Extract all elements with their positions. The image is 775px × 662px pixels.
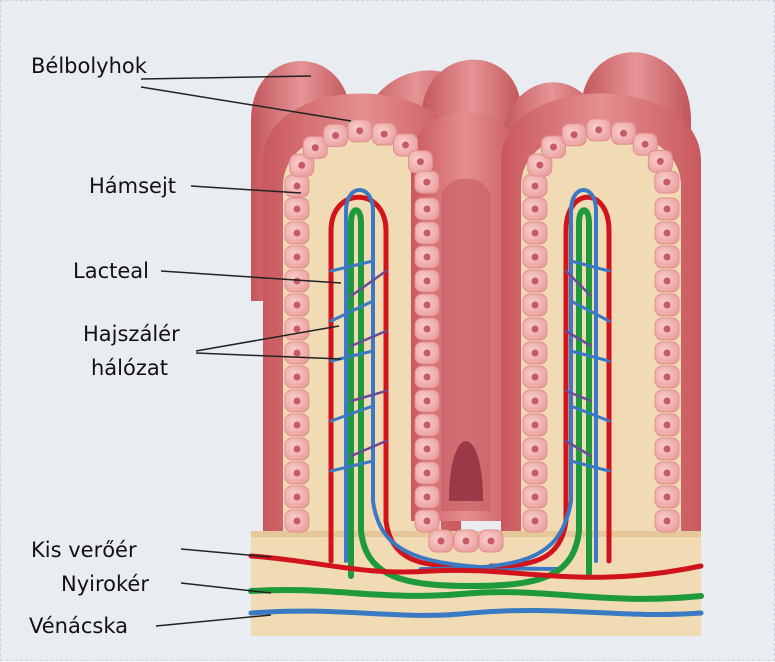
cell-nucleus [312,144,319,151]
cell-nucleus [642,141,649,148]
cell-nucleus [424,230,431,237]
cell-nucleus [381,131,388,138]
cell-nucleus [424,254,431,261]
cell-nucleus [294,326,301,333]
cell-nucleus [664,470,671,477]
cell-nucleus [424,518,431,525]
cell-nucleus [424,446,431,453]
cell-nucleus [424,302,431,309]
cell-nucleus [294,206,301,213]
cell-nucleus [294,350,301,357]
cell-nucleus [424,278,431,285]
cell-nucleus [664,254,671,261]
cell-nucleus [424,422,431,429]
cell-nucleus [664,230,671,237]
cell-nucleus [532,398,539,405]
cell-nucleus [571,131,578,138]
cell-nucleus [488,538,495,545]
cell-nucleus [536,161,543,168]
label-villi: Bélbolyhok [31,54,148,78]
cell-nucleus [532,183,539,190]
cell-nucleus [532,254,539,261]
cell-nucleus [532,206,539,213]
cell-nucleus [424,206,431,213]
cell-nucleus [424,374,431,381]
cell-nucleus [664,422,671,429]
cell-nucleus [294,374,301,381]
cell-nucleus [402,141,409,148]
cell-nucleus [532,470,539,477]
labels: Bélbolyhok Hámsejt Lacteal Hajszálér hál… [29,54,180,638]
cell-nucleus [294,446,301,453]
cell-nucleus [423,179,430,186]
cell-nucleus [532,374,539,381]
cell-nucleus [294,518,301,525]
cell-nucleus [294,230,301,237]
cell-nucleus [550,144,557,151]
cell-nucleus [294,398,301,405]
cell-nucleus [424,470,431,477]
cell-nucleus [424,398,431,405]
cell-nucleus [664,350,671,357]
cell-nucleus [417,158,424,165]
cell-nucleus [532,350,539,357]
cell-nucleus [595,126,602,133]
cell-nucleus [294,494,301,501]
cell-nucleus [294,470,301,477]
cell-nucleus [294,302,301,309]
cell-nucleus [532,422,539,429]
label-capillary-line1: Hajszálér [83,322,180,346]
cell-nucleus [532,326,539,333]
cell-nucleus [294,422,301,429]
cell-nucleus [424,326,431,333]
cell-nucleus [424,494,431,501]
cell-nucleus [294,254,301,261]
cell-nucleus [532,494,539,501]
cell-nucleus [356,127,363,134]
cell-nucleus [294,183,301,190]
cell-nucleus [438,538,445,545]
cell-nucleus [664,278,671,285]
cell-nucleus [664,398,671,405]
label-venule: Vénácska [29,614,128,638]
cell-nucleus [532,230,539,237]
cell-nucleus [664,206,671,213]
cell-nucleus [664,326,671,333]
cell-nucleus [532,518,539,525]
cell-nucleus [294,278,301,285]
label-lymph-vessel: Nyirokér [61,572,149,596]
cell-nucleus [664,446,671,453]
cell-nucleus [298,162,305,169]
cell-nucleus [532,278,539,285]
label-capillary-line2: hálózat [91,356,168,380]
cell-nucleus [424,350,431,357]
cell-nucleus [620,130,627,137]
cell-nucleus [664,518,671,525]
cell-nucleus [657,158,664,165]
label-arteriole: Kis verőér [31,538,137,562]
cell-nucleus [463,538,470,545]
cell-nucleus [664,302,671,309]
cell-nucleus [332,132,339,139]
cell-nucleus [532,302,539,309]
label-epithelial-cell: Hámsejt [89,174,176,198]
cell-nucleus [664,374,671,381]
label-lacteal: Lacteal [73,259,149,283]
cell-nucleus [532,446,539,453]
cell-nucleus [664,494,671,501]
cell-nucleus [663,179,670,186]
